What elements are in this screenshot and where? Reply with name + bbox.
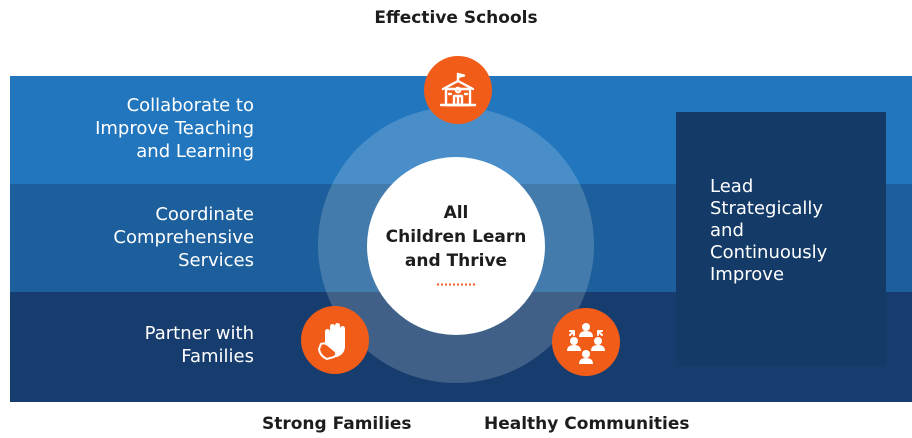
- band-line: Collaborate to: [126, 95, 254, 116]
- band-line: Partner with: [144, 323, 254, 344]
- center-circle: All Children Learn and Thrive: [367, 157, 545, 335]
- school-building-icon: [424, 56, 492, 124]
- band-label-teaching-learning: Collaborate to Improve Teaching and Lear…: [95, 94, 254, 163]
- center-line: Children Learn: [385, 226, 527, 247]
- strong-families-label: Strong Families: [262, 414, 412, 434]
- effective-schools-label: Effective Schools: [374, 8, 538, 28]
- band-line: Families: [181, 346, 254, 367]
- band-label-comprehensive-services: Coordinate Comprehensive Services: [113, 203, 254, 272]
- center-line: All: [443, 202, 469, 223]
- side-line: Continuously: [710, 242, 828, 263]
- side-line: and: [710, 220, 744, 241]
- center-title: All Children Learn and Thrive: [386, 201, 527, 273]
- community-people-icon: [552, 308, 620, 376]
- center-line: and Thrive: [404, 250, 508, 271]
- healthy-communities-label: Healthy Communities: [484, 414, 690, 434]
- side-line: Improve: [710, 264, 785, 285]
- side-line: Lead: [710, 176, 754, 197]
- band-line: Coordinate: [155, 204, 254, 225]
- side-line: Strategically: [710, 198, 824, 219]
- band-line: Improve Teaching: [95, 118, 254, 139]
- lead-strategically-text: Lead Strategically and Continuously Impr…: [710, 176, 827, 286]
- band-line: and Learning: [136, 141, 254, 162]
- lead-strategically-box: Lead Strategically and Continuously Impr…: [676, 112, 886, 366]
- hands-icon: [301, 306, 369, 374]
- band-line: Services: [178, 250, 254, 271]
- band-line: Comprehensive: [113, 227, 254, 248]
- dotted-divider: [436, 282, 476, 286]
- band-label-partner-families: Partner with Families: [145, 322, 254, 368]
